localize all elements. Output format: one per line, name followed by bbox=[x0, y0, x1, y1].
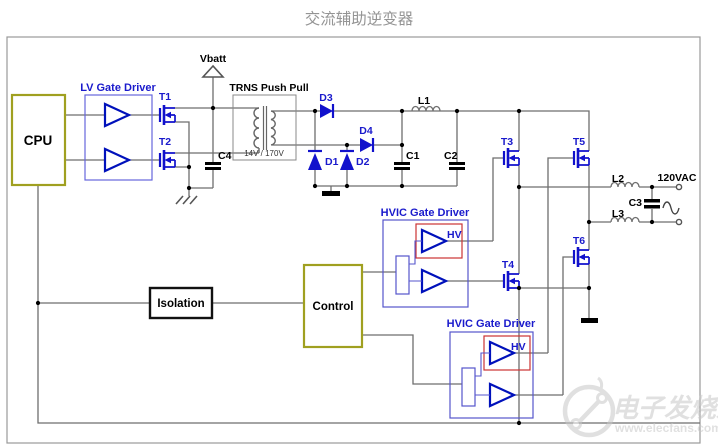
vbatt-triangle-icon bbox=[201, 64, 225, 78]
hv-label-1: HV bbox=[447, 229, 462, 241]
hvic-gate-driver-2-label: HVIC Gate Driver bbox=[447, 318, 536, 330]
t6-label: T6 bbox=[573, 235, 585, 247]
isolation-block bbox=[148, 286, 214, 320]
ground-bar-icon bbox=[322, 191, 340, 196]
inductor-l1 bbox=[411, 105, 441, 112]
capacitor-c2 bbox=[449, 162, 465, 170]
vbatt-label: Vbatt bbox=[200, 53, 227, 65]
diode-d3 bbox=[320, 104, 335, 118]
diagram-frame bbox=[6, 36, 701, 444]
d1-label: D1 bbox=[325, 156, 339, 168]
t3-label: T3 bbox=[501, 136, 513, 148]
isolation-label: Isolation bbox=[157, 298, 204, 310]
capacitor-c3 bbox=[644, 199, 660, 209]
c4-label: C4 bbox=[218, 150, 232, 162]
output-voltage-label: 120VAC bbox=[658, 172, 697, 184]
c3-label: C3 bbox=[629, 197, 643, 209]
cpu-block bbox=[10, 93, 67, 187]
control-block bbox=[302, 263, 364, 349]
inductor-l2 bbox=[610, 181, 640, 188]
l1-label: L1 bbox=[418, 95, 430, 107]
transformer-label: TRNS Push Pull bbox=[229, 82, 308, 94]
mosfet-t5-symbol bbox=[572, 148, 590, 168]
hvic-gate-driver-1-block bbox=[382, 219, 469, 308]
control-label: Control bbox=[313, 301, 354, 313]
diode-d4 bbox=[360, 138, 375, 152]
d4-label: D4 bbox=[359, 125, 373, 137]
mosfet-t1-symbol bbox=[158, 105, 176, 125]
mosfet-t3-symbol bbox=[502, 148, 520, 168]
t5-label: T5 bbox=[573, 136, 585, 148]
mosfet-t4-symbol bbox=[502, 271, 520, 291]
t2-label: T2 bbox=[159, 136, 171, 148]
ground-bar-icon bbox=[581, 318, 598, 323]
ac-sine-icon bbox=[662, 201, 680, 215]
transformer-primary-coil bbox=[253, 107, 260, 153]
elecfans-logo-icon bbox=[562, 376, 616, 438]
diode-d1 bbox=[308, 149, 322, 170]
d3-label: D3 bbox=[319, 92, 333, 104]
c2-label: C2 bbox=[444, 150, 458, 162]
mosfet-t6-symbol bbox=[572, 247, 590, 267]
amplifier-icon bbox=[103, 102, 132, 128]
t4-label: T4 bbox=[502, 259, 514, 271]
transformer-core bbox=[262, 106, 268, 150]
d2-label: D2 bbox=[356, 156, 370, 168]
mosfet-t2-symbol bbox=[158, 150, 176, 170]
watermark-brand: 电子发烧友 bbox=[612, 394, 718, 424]
hvic-gate-driver-2-block bbox=[449, 331, 534, 419]
transformer-ratio-label: 14V / 170V bbox=[244, 149, 284, 158]
watermark: 电子发烧友 www.elecfans.com bbox=[562, 376, 718, 438]
l3-label: L3 bbox=[612, 208, 624, 220]
hv-label-2: HV bbox=[511, 341, 526, 353]
level-shifter-block bbox=[395, 255, 410, 295]
diode-d2 bbox=[340, 149, 354, 170]
transformer-secondary-coil bbox=[270, 110, 276, 146]
page-title: 交流辅助逆变器 bbox=[305, 10, 414, 28]
hvic-gate-driver-1-label: HVIC Gate Driver bbox=[381, 207, 470, 219]
lv-gate-driver-label: LV Gate Driver bbox=[80, 82, 156, 94]
lv-gate-driver-block bbox=[84, 94, 153, 181]
ground-hatched-icon bbox=[175, 195, 198, 205]
inductor-l3 bbox=[610, 216, 640, 223]
driver-internal-wire bbox=[475, 352, 490, 396]
l2-label: L2 bbox=[612, 173, 624, 185]
amplifier-icon bbox=[103, 147, 132, 173]
output-terminal-icon bbox=[675, 218, 683, 226]
level-shifter-block bbox=[461, 367, 476, 407]
transformer-block bbox=[232, 94, 297, 161]
capacitor-c1 bbox=[394, 162, 410, 170]
output-terminal-icon bbox=[675, 183, 683, 191]
junction-dots bbox=[35, 105, 655, 426]
t1-label: T1 bbox=[159, 91, 171, 103]
driver-internal-wire bbox=[409, 240, 422, 282]
cpu-label: CPU bbox=[24, 133, 53, 148]
c1-label: C1 bbox=[406, 150, 420, 162]
watermark-url: www.elecfans.com bbox=[614, 421, 718, 435]
capacitor-c4 bbox=[205, 162, 221, 170]
